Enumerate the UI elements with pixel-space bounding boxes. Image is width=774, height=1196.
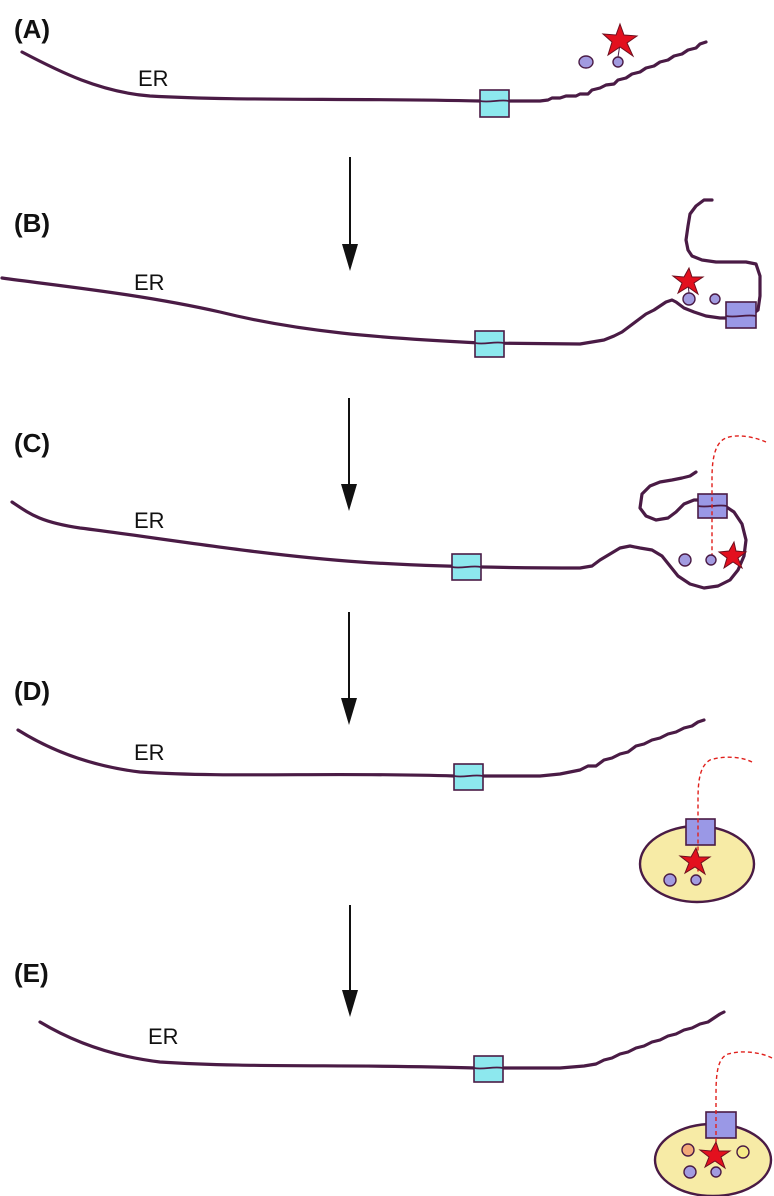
lipid-e-yellow: [736, 1145, 750, 1159]
panel-d: (D) ER: [14, 676, 756, 904]
lipid-a-2: [612, 56, 624, 68]
panel-label-c: (C): [14, 428, 50, 458]
er-channel-d: [453, 763, 484, 791]
er-membrane-d: [16, 718, 706, 778]
lipid-a-1: [578, 55, 594, 69]
er-membrane-e: [38, 1010, 726, 1070]
lipid-c-2: [705, 554, 717, 566]
er-label-c: ER: [134, 508, 165, 533]
star-icon-a: [601, 22, 639, 58]
external-channel-b: [725, 301, 757, 329]
er-channel-c: [451, 553, 482, 581]
external-channel-e: [705, 1111, 737, 1139]
er-channel-a: [479, 89, 510, 118]
panel-label-e: (E): [14, 958, 49, 988]
er-label-e: ER: [148, 1024, 179, 1049]
er-label-a: ER: [138, 66, 169, 91]
transport-path-d: [697, 756, 753, 872]
er-channel-b: [474, 330, 505, 358]
er-label-d: ER: [134, 740, 165, 765]
lipid-b-1: [682, 292, 696, 306]
down-arrow-icon: [342, 157, 358, 271]
er-membrane-c: [10, 470, 748, 590]
lipid-d-2: [690, 874, 702, 886]
transport-path-c: [711, 435, 767, 556]
panel-a: (A) ER: [14, 14, 708, 118]
transport-path-e: [715, 1051, 773, 1160]
down-arrow-icon: [341, 398, 357, 511]
er-channel-e: [473, 1055, 504, 1083]
lipid-b-2: [709, 293, 721, 305]
panel-b: (B) ER: [0, 198, 762, 358]
panel-e: (E) ER: [14, 958, 773, 1196]
lipid-d-1: [663, 873, 677, 887]
panel-label-a: (A): [14, 14, 50, 44]
lipid-e-1: [683, 1165, 697, 1179]
panel-c: (C) ER: [10, 428, 767, 590]
star-icon-d: [678, 846, 712, 876]
er-membrane-b: [0, 198, 762, 346]
panel-label-b: (B): [14, 208, 50, 238]
lipid-e-2: [710, 1166, 722, 1178]
er-membrane-a: [20, 40, 708, 103]
lipid-c-1: [678, 553, 692, 567]
star-icon-c: [717, 540, 748, 570]
down-arrow-icon: [342, 905, 358, 1017]
down-arrow-icon: [341, 612, 357, 725]
star-icon-e: [698, 1140, 732, 1170]
er-label-b: ER: [134, 270, 165, 295]
panel-label-d: (D): [14, 676, 50, 706]
star-icon-b: [671, 266, 705, 296]
external-channel-d: [685, 818, 716, 846]
lipid-e-orange: [681, 1143, 695, 1157]
